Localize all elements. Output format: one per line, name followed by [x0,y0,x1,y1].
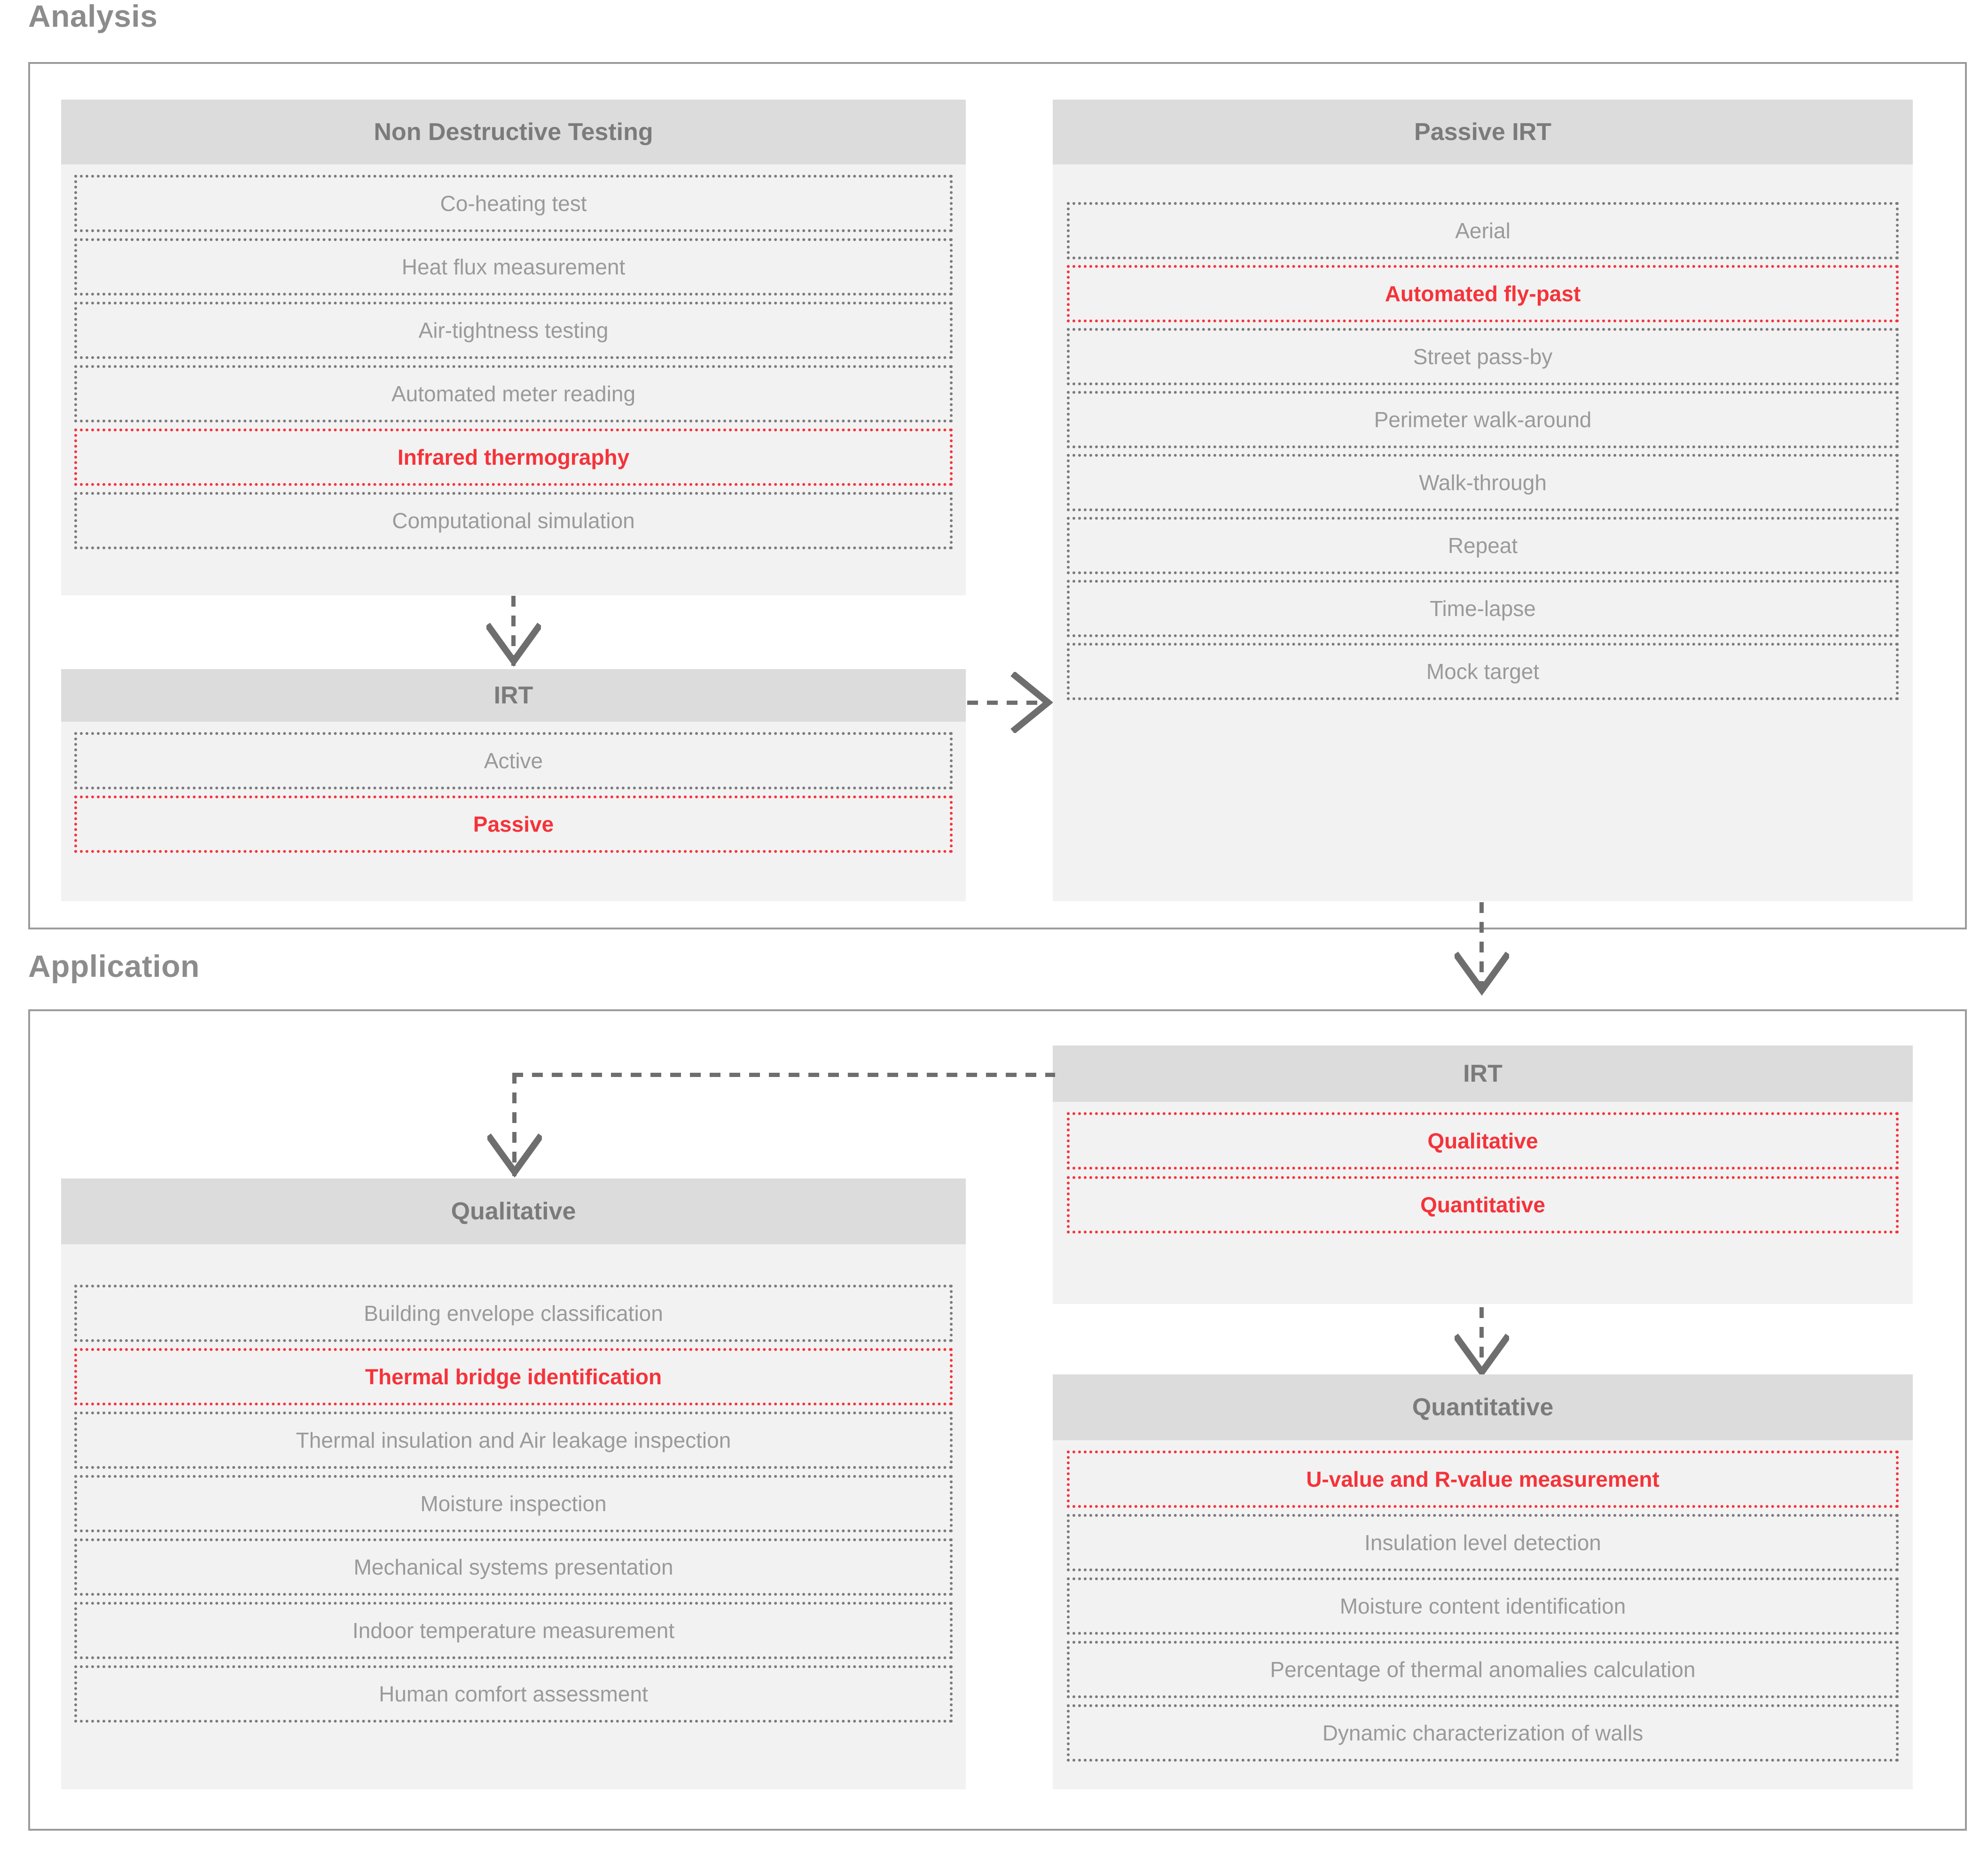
list-item[interactable]: Human comfort assessment [74,1665,953,1723]
card-body-non-destructive-testing: Co-heating test Heat flux measurement Ai… [61,164,966,595]
card-passive-irt: Passive IRT Aerial Automated fly-past St… [1053,100,1913,901]
connector-irt-to-qualitative-horizontal [512,1073,1055,1077]
card-title-quantitative: Quantitative [1053,1374,1913,1440]
list-item[interactable]: Repeat [1067,517,1899,574]
section-label-application: Application [28,949,200,983]
card-body-irt-application: Qualitative Quantitative [1053,1102,1913,1304]
list-item-highlighted[interactable]: Quantitative [1067,1176,1899,1233]
card-title-qualitative: Qualitative [61,1178,966,1244]
list-item[interactable]: Computational simulation [74,492,953,549]
card-body-qualitative: Building envelope classification Thermal… [61,1244,966,1789]
list-item-highlighted[interactable]: Automated fly-past [1067,265,1899,322]
list-item[interactable]: Time-lapse [1067,580,1899,637]
list-item-highlighted[interactable]: Thermal bridge identification [74,1348,953,1405]
list-item[interactable]: Active [74,732,953,789]
card-title-non-destructive-testing: Non Destructive Testing [61,100,966,164]
arrowhead-passive-irt-to-application-irt [1455,952,1509,999]
card-qualitative: Qualitative Building envelope classifica… [61,1178,966,1789]
list-item[interactable]: Insulation level detection [1067,1514,1899,1571]
arrowhead-irt-to-quantitative [1455,1334,1509,1381]
card-irt-analysis: IRT Active Passive [61,669,966,901]
card-title-irt-analysis: IRT [61,669,966,722]
list-item[interactable]: Thermal insulation and Air leakage inspe… [74,1412,953,1469]
list-item[interactable]: Mock target [1067,643,1899,700]
card-title-passive-irt: Passive IRT [1053,100,1913,164]
arrowhead-irt-to-qualitative [487,1133,542,1180]
list-item[interactable]: Indoor temperature measurement [74,1602,953,1659]
list-item[interactable]: Heat flux measurement [74,238,953,296]
list-item-highlighted[interactable]: Qualitative [1067,1112,1899,1170]
list-item[interactable]: Street pass-by [1067,328,1899,385]
card-title-irt-application: IRT [1053,1045,1913,1102]
arrowhead-irt-to-passive-irt [1010,672,1057,733]
arrowhead-ndt-to-irt [486,623,541,670]
list-item[interactable]: Co-heating test [74,175,953,232]
list-item[interactable]: Moisture inspection [74,1475,953,1532]
list-item[interactable]: Mechanical systems presentation [74,1538,953,1596]
list-item-highlighted[interactable]: Passive [74,796,953,853]
card-quantitative: Quantitative U-value and R-value measure… [1053,1374,1913,1789]
section-label-analysis: Analysis [28,0,158,33]
list-item[interactable]: Moisture content identification [1067,1577,1899,1635]
list-item[interactable]: Automated meter reading [74,365,953,422]
connector-irt-to-passive-irt [967,701,1042,705]
connector-passive-irt-to-application-irt [1479,902,1484,989]
card-irt-application: IRT Qualitative Quantitative [1053,1045,1913,1304]
list-item[interactable]: Perimeter walk-around [1067,391,1899,448]
list-item[interactable]: Aerial [1067,202,1899,259]
list-item[interactable]: Building envelope classification [74,1285,953,1342]
connector-irt-to-qualitative-vertical [512,1073,517,1176]
list-item[interactable]: Dynamic characterization of walls [1067,1704,1899,1762]
list-item-highlighted[interactable]: U-value and R-value measurement [1067,1451,1899,1508]
list-item[interactable]: Air-tightness testing [74,302,953,359]
list-item[interactable]: Walk-through [1067,454,1899,511]
card-body-passive-irt: Aerial Automated fly-past Street pass-by… [1053,164,1913,901]
card-body-irt-analysis: Active Passive [61,722,966,901]
list-item[interactable]: Percentage of thermal anomalies calculat… [1067,1641,1899,1698]
card-body-quantitative: U-value and R-value measurement Insulati… [1053,1440,1913,1789]
connector-irt-to-quantitative [1479,1307,1484,1375]
card-non-destructive-testing: Non Destructive Testing Co-heating test … [61,100,966,595]
connector-ndt-to-irt [511,596,516,666]
list-item-highlighted[interactable]: Infrared thermography [74,429,953,486]
